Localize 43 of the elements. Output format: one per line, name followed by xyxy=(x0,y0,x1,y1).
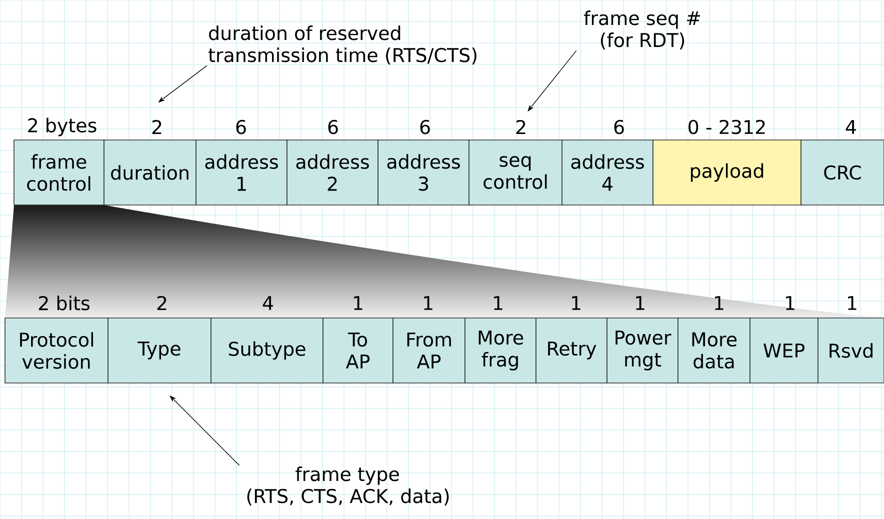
field-box: address 1 xyxy=(196,140,288,206)
size-label: 6 xyxy=(420,120,430,134)
size-label: 2 xyxy=(152,120,162,134)
field-box: duration xyxy=(104,140,196,206)
field-box: address 2 xyxy=(286,140,378,206)
size-label: 6 xyxy=(328,120,338,134)
field-box: More frag xyxy=(464,318,536,384)
size-label: 1 xyxy=(494,296,502,310)
field-box: Power mgt xyxy=(606,318,678,384)
field-box: address 3 xyxy=(378,140,470,206)
field-box: CRC xyxy=(800,140,884,206)
size-label: 4 xyxy=(262,296,273,310)
size-label: 2 bytes xyxy=(28,118,96,136)
size-label: 1 xyxy=(715,296,724,310)
field-box: From AP xyxy=(392,318,466,384)
field-box: Protocol version xyxy=(4,318,108,384)
size-label: 1 xyxy=(354,296,362,310)
field-box: Retry xyxy=(536,318,608,384)
size-label: 0 - 2312 xyxy=(688,120,765,134)
size-label: 6 xyxy=(614,120,624,134)
callout-text: frame type (RTS, CTS, ACK, data) xyxy=(247,466,449,506)
field-box: More data xyxy=(678,318,750,384)
field-box: WEP xyxy=(750,318,818,384)
size-label: 1 xyxy=(424,296,432,310)
size-label: 2 xyxy=(516,120,526,134)
size-label: 2 bits xyxy=(39,296,90,310)
size-label: 1 xyxy=(572,296,580,310)
field-box: Subtype xyxy=(210,318,324,384)
field-box: seq control xyxy=(468,140,562,206)
size-label: 6 xyxy=(236,120,246,134)
size-label: 1 xyxy=(786,296,794,310)
field-box: address 4 xyxy=(562,140,654,206)
size-label: 1 xyxy=(636,296,644,310)
size-label: 1 xyxy=(848,296,856,310)
field-box: Type xyxy=(108,318,212,384)
field-box: Rsvd xyxy=(818,318,884,384)
field-box: payload xyxy=(652,140,802,206)
field-box: To AP xyxy=(322,318,394,384)
callout-text: frame seq # (for RDT) xyxy=(584,10,700,50)
size-label: 4 xyxy=(846,120,856,134)
size-label: 2 xyxy=(157,296,166,310)
callout-text: duration of reserved transmission time (RTS/CTS) xyxy=(208,26,476,64)
field-box: frame control xyxy=(14,140,104,206)
